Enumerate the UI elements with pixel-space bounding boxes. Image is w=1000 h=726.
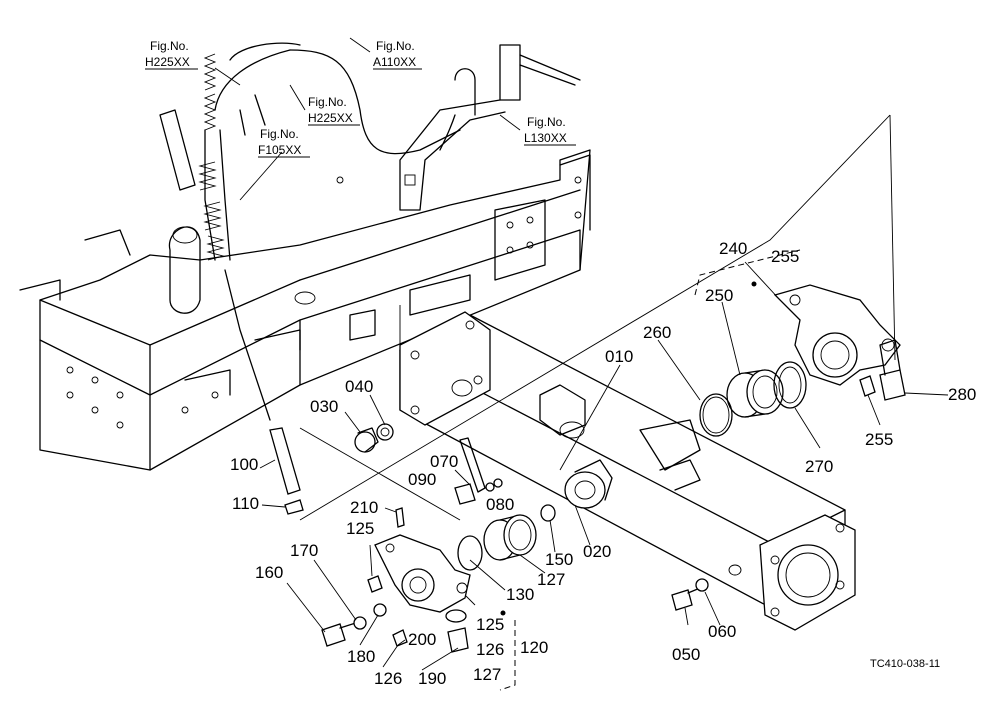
callout-270: 270	[805, 457, 833, 476]
callout-180: 180	[347, 647, 375, 666]
callout-130: 130	[506, 585, 534, 604]
fig-ref-code: L130XX	[524, 131, 567, 145]
bolt-160	[321, 623, 346, 647]
seal-270	[773, 361, 807, 409]
callout-190: 190	[418, 669, 446, 688]
washer-060	[695, 578, 709, 592]
frame-drawing	[19, 149, 591, 471]
washer-040	[376, 423, 394, 441]
callout-210: 210	[350, 498, 378, 517]
grease-nipple-125	[367, 575, 383, 593]
main-axle-tube-010	[399, 311, 856, 631]
o-ring-150	[540, 504, 556, 522]
fig-ref-l130: Fig.No. L130XX	[524, 115, 576, 146]
washer-040-hole	[380, 427, 390, 437]
callout-250: 250	[705, 286, 733, 305]
callout-127-right: 127	[537, 570, 565, 589]
grease-fitting-070	[459, 437, 486, 493]
front-bracket-240	[773, 114, 901, 386]
pin-100	[269, 427, 301, 495]
setscrew-126	[392, 629, 408, 647]
callout-090: 090	[408, 470, 436, 489]
washer-080	[485, 482, 495, 492]
callout-125-top: 125	[346, 519, 374, 538]
pin-210	[395, 507, 405, 528]
cable-assembly	[159, 42, 461, 421]
group-dot-120	[500, 610, 506, 616]
bolt-090	[454, 483, 476, 505]
fig-ref-h225-top: Fig.No. H225XX	[145, 39, 198, 70]
grease-nipple-255	[859, 375, 876, 397]
seal-270-inner	[778, 366, 802, 404]
callout-240: 240	[719, 239, 747, 258]
pin-110	[284, 499, 304, 515]
callout-255: 255	[771, 247, 799, 266]
fig-ref-code: A110XX	[373, 55, 416, 69]
washer-080-b	[493, 478, 503, 488]
callout-280: 280	[948, 385, 976, 404]
bolt-050	[671, 589, 693, 611]
plug-030	[354, 427, 379, 453]
washer-180	[373, 603, 387, 617]
callout-200: 200	[408, 630, 436, 649]
callout-070: 070	[430, 452, 458, 471]
bolt-190	[447, 627, 469, 653]
fig-ref-label: Fig.No.	[260, 127, 299, 141]
nut-200	[445, 609, 467, 623]
group-dot-240	[751, 281, 757, 287]
fig-ref-code: H225XX	[308, 111, 353, 125]
o-ring-260-inner	[702, 396, 730, 434]
callout-030: 030	[310, 397, 338, 416]
callout-080: 080	[486, 495, 514, 514]
fig-ref-label: Fig.No.	[527, 115, 566, 129]
callout-110: 110	[232, 494, 259, 513]
fig-ref-label: Fig.No.	[150, 39, 189, 53]
fig-ref-code: F105XX	[258, 143, 301, 157]
fig-ref-f105: Fig.No. F105XX	[258, 127, 310, 158]
callout-numbers: 240 255 250 260 010 280 040 030 255 270 …	[230, 239, 976, 688]
o-ring-260	[699, 393, 733, 437]
callout-260: 260	[643, 323, 671, 342]
washer-170	[353, 616, 367, 630]
callout-040: 040	[345, 377, 373, 396]
callout-050: 050	[672, 645, 700, 664]
group-bracket-240	[694, 249, 801, 296]
lever-bracket-drawing	[399, 44, 581, 211]
callout-100: 100	[230, 455, 258, 474]
fig-ref-h225-mid: Fig.No. H225XX	[308, 95, 360, 126]
callout-126-group: 126	[476, 640, 504, 659]
rear-bracket-120	[374, 534, 471, 613]
callout-127-group: 127	[473, 665, 501, 684]
bolt-280	[879, 339, 906, 401]
callout-150: 150	[545, 550, 573, 569]
callout-126: 126	[374, 669, 402, 688]
fig-ref-code: H225XX	[145, 55, 190, 69]
callout-160: 160	[255, 563, 283, 582]
callout-255-lower: 255	[865, 430, 893, 449]
bushing-127	[483, 514, 537, 561]
leader-lines	[214, 37, 949, 671]
callout-120: 120	[520, 638, 548, 657]
callout-060: 060	[708, 622, 736, 641]
fig-ref-label: Fig.No.	[376, 39, 415, 53]
o-ring-130	[457, 535, 483, 571]
group-bracket-120	[499, 620, 516, 691]
callout-010: 010	[605, 347, 633, 366]
callout-125-group: 125	[476, 615, 504, 634]
callout-170: 170	[290, 541, 318, 560]
callout-020: 020	[583, 542, 611, 561]
fig-ref-label: Fig.No.	[308, 95, 347, 109]
figure-code: TC410-038-11	[870, 658, 940, 670]
fig-ref-a110: Fig.No. A110XX	[373, 39, 422, 70]
